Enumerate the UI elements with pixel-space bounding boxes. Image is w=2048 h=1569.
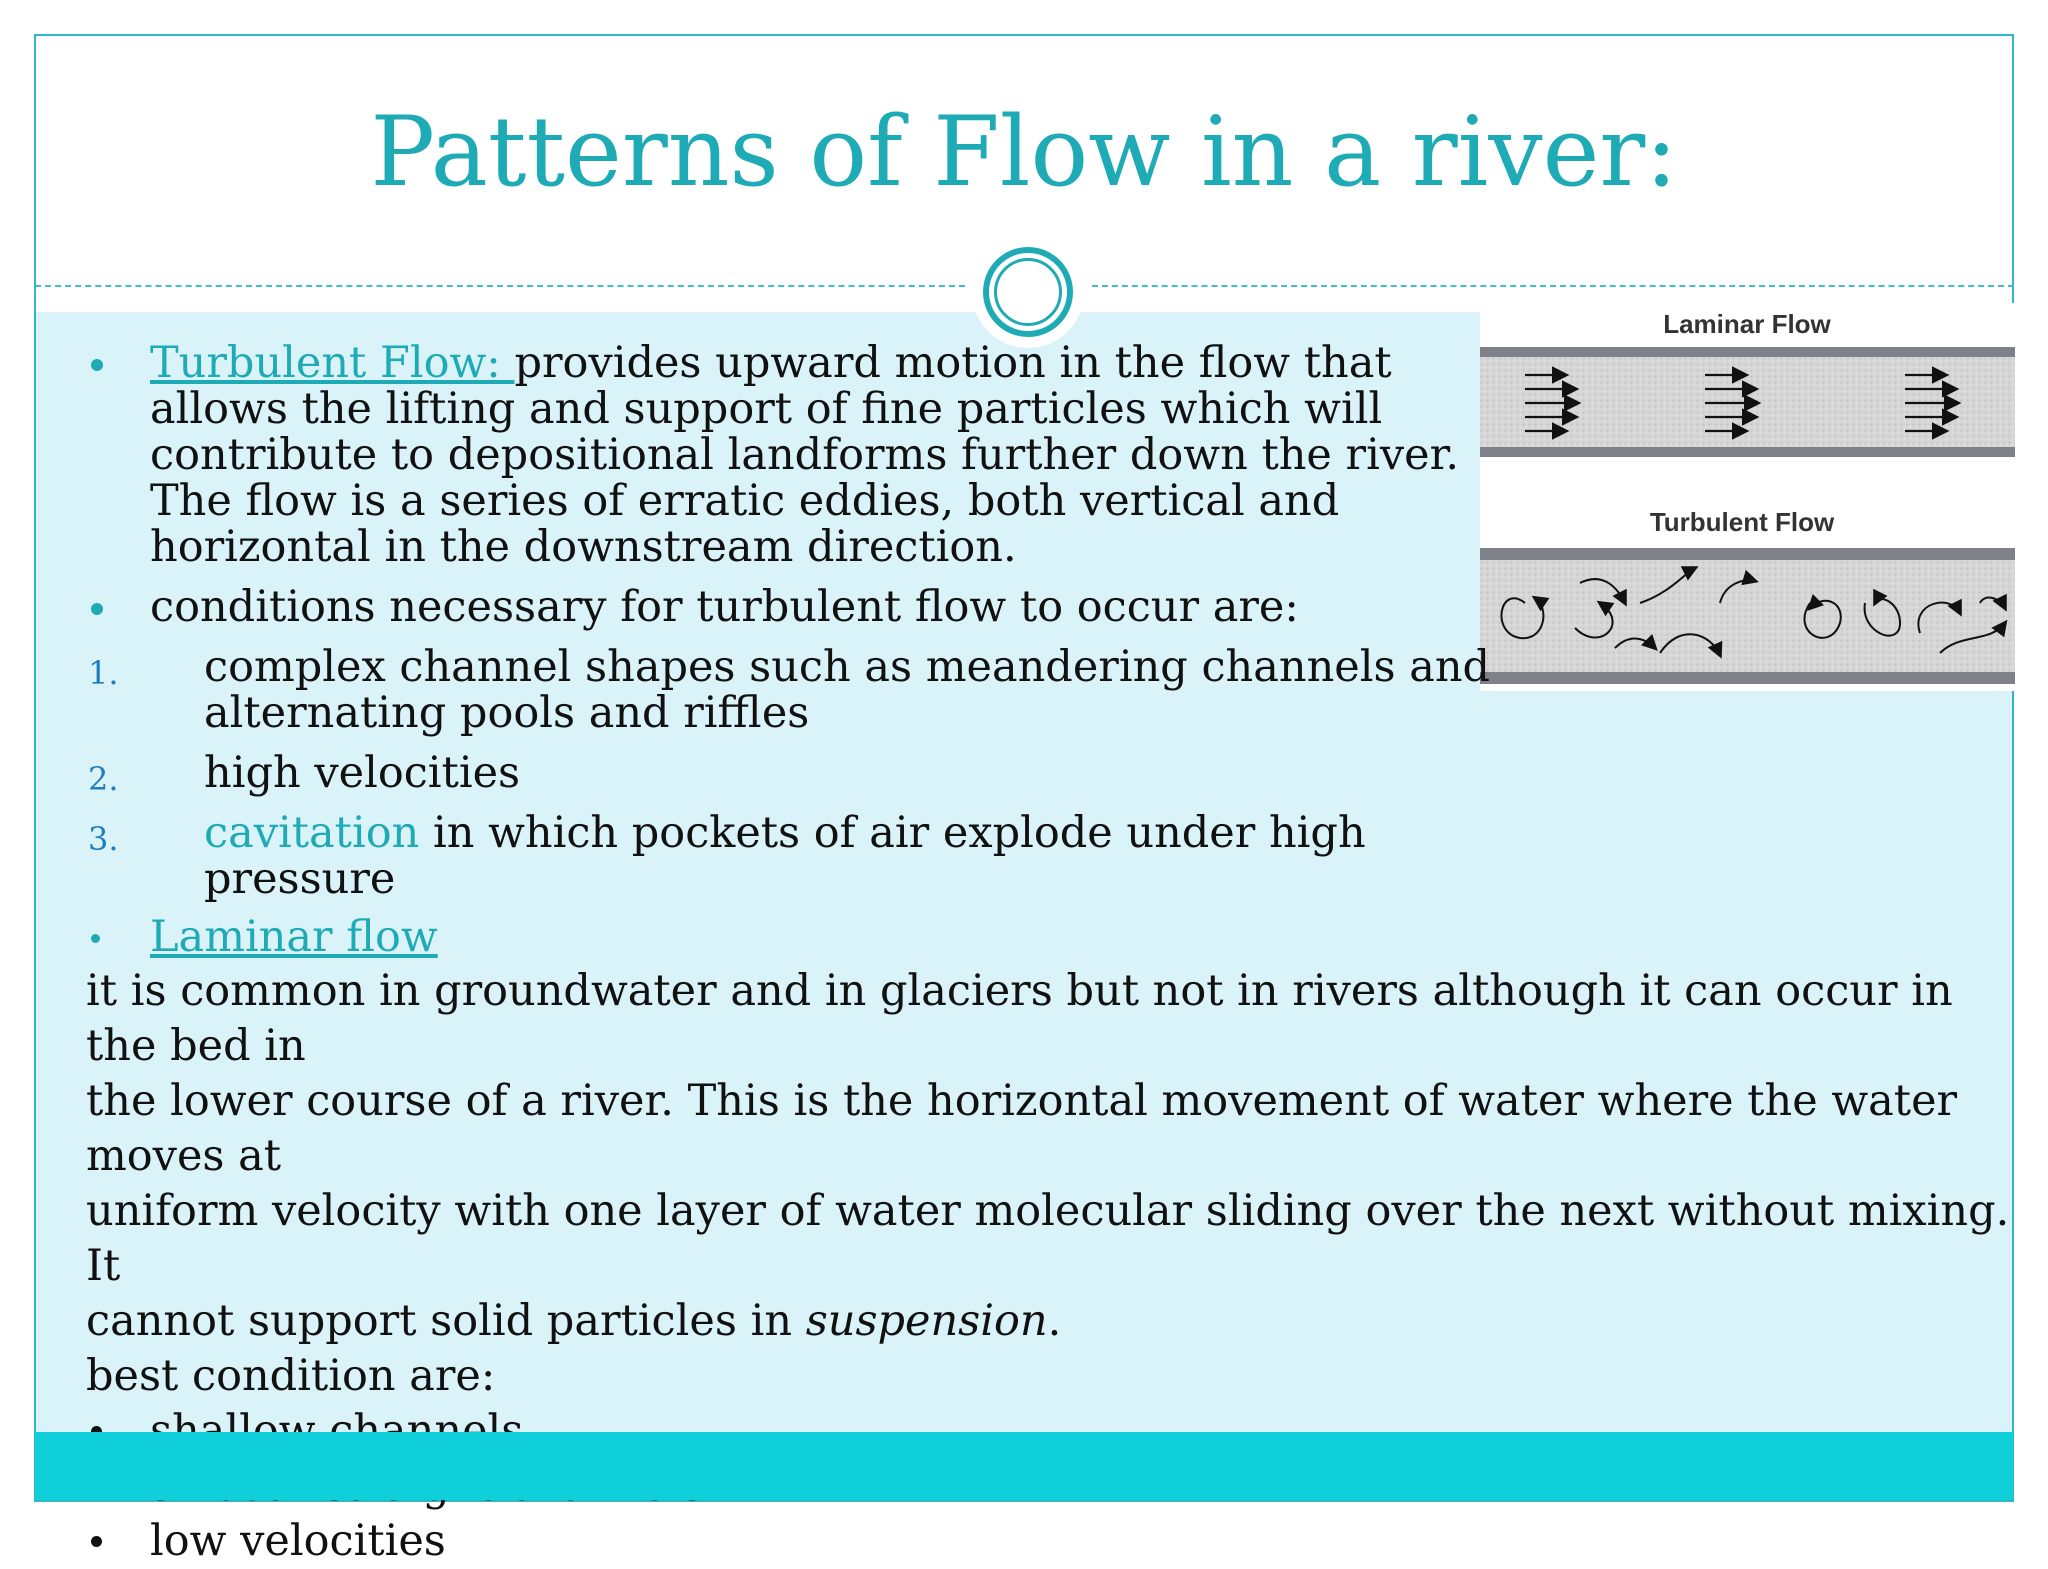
slide-title: Patterns of Flow in a river: xyxy=(370,96,1678,208)
turbulent-description: allows the lifting and support of fine p… xyxy=(86,386,2016,570)
suspension-term: suspension xyxy=(805,1296,1048,1346)
turbulent-flow-bullet: Turbulent Flow: provides upward motion i… xyxy=(86,340,2016,386)
turbulent-text-line: contribute to depositional landforms fur… xyxy=(150,430,1460,480)
condition-text: complex channel shapes such as meanderin… xyxy=(204,642,1491,692)
condition-item: 3. cavitation in which pockets of air ex… xyxy=(86,810,2016,902)
flow-diagram: Laminar Flow Turbulent Flow xyxy=(1480,303,2015,691)
divider-ring-icon xyxy=(983,247,1073,337)
list-number: 2. xyxy=(88,760,119,798)
turbulent-text-line: horizontal in the downstream direction. xyxy=(150,522,1017,572)
laminar-flow-bullet: Laminar flow xyxy=(86,914,2016,960)
condition-text: pressure xyxy=(204,854,396,904)
cavitation-term: cavitation xyxy=(204,808,420,858)
title-divider-left xyxy=(35,285,965,287)
footer-bar xyxy=(35,1432,2013,1500)
condition-text: alternating pools and riffles xyxy=(204,688,810,738)
laminar-text-line: it is common in groundwater and in glaci… xyxy=(86,966,1953,1071)
slide-body: Turbulent Flow: provides upward motion i… xyxy=(86,340,2016,1569)
condition-text: in which pockets of air explode under hi… xyxy=(419,808,1366,858)
laminar-text-line: the lower course of a river. This is the… xyxy=(86,1076,1958,1181)
laminar-flow-label: Laminar Flow xyxy=(1663,309,1831,339)
turbulent-text-line: allows the lifting and support of fine p… xyxy=(150,384,1383,434)
list-number: 1. xyxy=(88,654,119,692)
conditions-bullet: conditions necessary for turbulent flow … xyxy=(86,584,2016,630)
laminar-text-line: cannot support solid particles in suspen… xyxy=(86,1296,1062,1346)
list-number: 3. xyxy=(88,820,119,858)
condition-item: 1. complex channel shapes such as meande… xyxy=(86,644,2016,736)
laminar-text-line: uniform velocity with one layer of water… xyxy=(86,1186,2010,1291)
laminar-flow-link[interactable]: Laminar flow xyxy=(150,912,438,962)
condition-item: 2. high velocities xyxy=(86,748,2016,798)
condition-text: high velocities xyxy=(204,748,521,798)
title-divider-right xyxy=(1092,285,2014,287)
laminar-arrows xyxy=(1525,366,1962,440)
slide-frame xyxy=(34,34,2014,1502)
divider-inner-ring xyxy=(994,258,1062,326)
turbulent-text-line: The flow is a series of erratic eddies, … xyxy=(150,476,1340,526)
conditions-intro: conditions necessary for turbulent flow … xyxy=(150,582,1299,632)
turbulent-text-line: provides upward motion in the flow that xyxy=(514,338,1392,388)
turbulent-flow-label: Turbulent Flow xyxy=(1650,507,1835,537)
turbulent-flow-link[interactable]: Turbulent Flow: xyxy=(150,338,515,388)
turbulent-eddy-arrows xyxy=(1500,566,2008,659)
best-condition-item: low velocities xyxy=(86,1514,2016,1569)
best-condition-intro: best condition are: xyxy=(86,1351,496,1401)
